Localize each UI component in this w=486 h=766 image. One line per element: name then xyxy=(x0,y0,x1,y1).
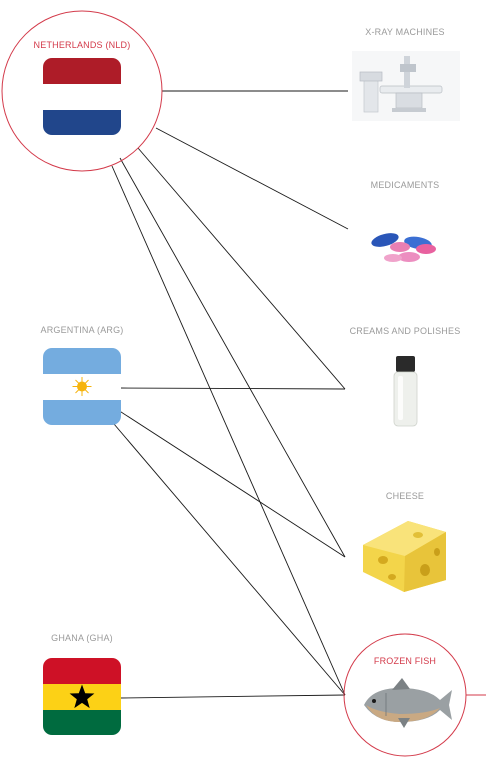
connection-nld-meds xyxy=(155,127,349,230)
bottle-icon[interactable] xyxy=(352,349,460,429)
connection-nld-fish xyxy=(111,165,346,696)
argentina-flag[interactable] xyxy=(43,348,121,425)
ghana-flag[interactable] xyxy=(43,658,121,735)
product-label-cheese: CHEESE xyxy=(385,491,425,501)
connection-nld-creams xyxy=(137,147,346,390)
connection-arg-creams xyxy=(119,387,346,390)
product-label-creams: CREAMS AND POLISHES xyxy=(349,326,461,336)
fish-icon[interactable] xyxy=(364,678,452,728)
pills-icon[interactable] xyxy=(352,205,460,280)
connection-arg-cheese xyxy=(117,409,346,558)
country-label-netherlands: NETHERLANDS (NLD) xyxy=(33,40,131,50)
netherlands-highlight-ring xyxy=(1,10,163,172)
country-label-ghana: GHANA (GHA) xyxy=(51,633,113,643)
xray-machine-icon[interactable] xyxy=(352,51,460,121)
connection-arg-fish xyxy=(113,423,346,696)
connection-nld-cheese xyxy=(119,157,346,558)
sun-of-may-icon xyxy=(72,377,92,396)
product-label-meds: MEDICAMENTS xyxy=(370,180,440,190)
black-star-icon xyxy=(69,684,95,709)
netherlands-flag[interactable] xyxy=(43,58,121,135)
country-label-argentina: ARGENTINA (ARG) xyxy=(40,325,124,335)
connection-gha-fish xyxy=(119,694,346,699)
connection-lines xyxy=(111,90,349,699)
product-label-fish: FROZEN FISH xyxy=(373,656,437,666)
product-label-xray: X-RAY MACHINES xyxy=(365,27,445,37)
cheese-icon[interactable] xyxy=(352,512,460,594)
